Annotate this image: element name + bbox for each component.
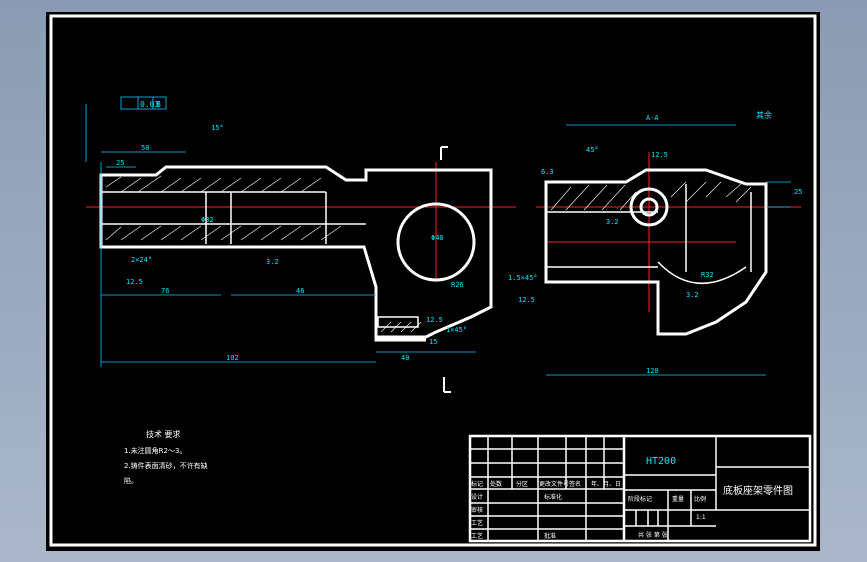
tb-check: 审核 [471,506,483,514]
roughness-12-5-b: 12.5 [651,151,668,159]
roughness-12-5-a: 12.5 [126,278,143,286]
roughness-12-5-c: 12.5 [518,296,535,304]
section-view-hatch [550,181,752,211]
roughness-3-2-b: 3.2 [606,218,619,226]
dim-25: 25 [116,159,124,167]
tb-weight: 重量 [672,495,684,503]
tb-doc-no: 更改文件号 [539,480,569,488]
section-view [544,168,768,336]
roughness-3-2-a: 3.2 [266,258,279,266]
section-view-inner [546,184,752,285]
dim-120: 120 [646,367,659,375]
drawing-canvas: 0.03 B 50 25 76 46 102 40 15 120 2×24° 1… [49,14,817,547]
roughness-rest-label: 其余 [756,110,772,120]
drawing-viewport[interactable]: 0.03 B 50 25 76 46 102 40 15 120 2×24° 1… [46,12,820,551]
dim-46: 46 [296,287,304,295]
roughness-12-5-d: 12.5 [426,316,443,324]
tb-design: 设计 [471,493,483,501]
part-name: 底板座架零件图 [723,484,793,497]
dia-32: Φ32 [201,216,214,224]
tb-mark: 标记 [471,480,483,488]
tb-craft: 工艺 [471,532,483,540]
section-label: A-A [646,114,659,122]
chamfer-1-5x45: 1.5×45° [508,274,538,282]
angle-15: 15° [211,124,224,132]
roughness-25: 25 [794,188,802,196]
tb-date: 年、月、日 [591,480,621,488]
dia-40: Φ40 [431,234,444,242]
radius-32: R32 [701,271,714,279]
title-block [468,434,812,543]
tb-zone: 分区 [516,480,528,488]
tb-sign: 签名 [569,480,581,488]
tb-scale-value: 1:1 [696,514,706,521]
material-text: HT200 [646,456,676,467]
front-view-hatch [105,175,422,333]
dim-102: 102 [226,354,239,362]
tech-req-line-3: 陷。 [124,476,138,485]
dim-76: 76 [161,287,169,295]
tb-standard: 标准化 [544,493,562,501]
tb-count: 处数 [490,480,502,488]
tb-sheets: 共 张 第 张 [638,531,668,539]
tech-req-title: 技术 要求 [146,429,181,439]
dim-40: 40 [401,354,409,362]
tb-approve: 批准 [544,532,556,540]
outer-frame [49,14,817,547]
angle-45: 45° [586,146,599,154]
roughness-6-3: 6.3 [541,168,554,176]
datum-label: B [156,100,161,109]
roughness-3-2-c: 3.2 [686,291,699,299]
tb-stage-mark: 阶段标记 [628,495,652,503]
tb-process: 工艺 [471,519,483,527]
chamfer-2x24: 2×24° [131,256,152,264]
tech-req-line-1: 1.未注圆角R2～3。 [124,446,186,455]
tb-scale: 比例 [694,495,706,503]
dimension-lines [85,96,791,376]
section-cut-marks [440,146,451,393]
chamfer-1x45: 1×45° [446,326,467,334]
front-view-inner [101,191,419,328]
flatness-value: 0.03 [140,100,159,109]
front-view [99,165,493,342]
radius-26: R26 [451,281,464,289]
tech-req-line-2: 2.铸件表面清砂，不许有缺 [124,461,208,470]
dim-15: 15 [429,338,437,346]
dim-50: 50 [141,144,149,152]
